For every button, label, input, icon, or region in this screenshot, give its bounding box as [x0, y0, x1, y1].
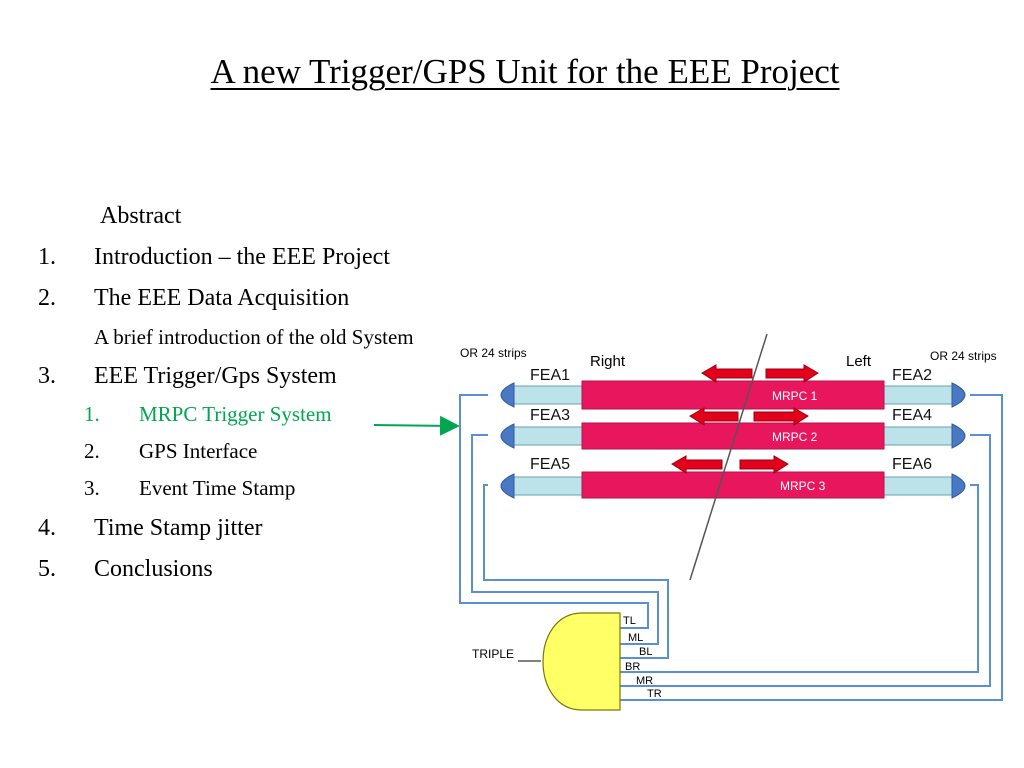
strip-left: [513, 426, 587, 446]
chamber-row-3: FEA5 FEA6 MRPC 3: [500, 456, 966, 499]
or-strips-right-label: OR 24 strips: [930, 349, 997, 363]
outline-text: Introduction – the EEE Project: [94, 244, 390, 270]
input-label: ML: [628, 632, 643, 644]
pointer-arrow: [373, 415, 460, 436]
outline-num: 2.: [84, 439, 100, 463]
cable-tr: [620, 394, 1003, 701]
strip-left: [513, 476, 587, 496]
strip-right: [879, 385, 953, 405]
connector-icon: [951, 423, 966, 449]
outline-subnote: A brief introduction of the old System: [94, 325, 414, 349]
arrow-right-icon: [739, 455, 789, 474]
signal-arrows: [671, 364, 819, 474]
arrow-right-icon: [765, 364, 819, 383]
chamber-label: MRPC 2: [772, 430, 818, 444]
arrow-left-icon: [701, 364, 753, 383]
cable-br: [620, 484, 979, 673]
outline-num: 3.: [38, 363, 56, 389]
or-strips-left-label: OR 24 strips: [460, 346, 527, 360]
outline-text: EEE Trigger/Gps System: [94, 363, 337, 389]
outline-list: Abstract 1. Introduction – the EEE Proje…: [38, 203, 414, 582]
chamber-label: MRPC 3: [780, 479, 826, 493]
slide-title: A new Trigger/GPS Unit for the EEE Proje…: [210, 52, 840, 91]
cable-ml: [471, 434, 659, 645]
fea-label: FEA6: [892, 456, 932, 473]
fea-label: FEA1: [530, 367, 570, 384]
input-label: MR: [636, 675, 653, 687]
input-label: TR: [647, 688, 662, 700]
arrow-right-icon: [753, 407, 809, 426]
outline-num: 2.: [38, 285, 56, 311]
outline-num: 1.: [38, 244, 56, 270]
chamber-row-1: FEA1 FEA2 MRPC 1: [500, 367, 966, 410]
outline-num: 1.: [84, 402, 100, 426]
outline-num: 5.: [38, 556, 56, 582]
fea-label: FEA5: [530, 456, 570, 473]
fea-label: FEA3: [530, 407, 570, 424]
left-side-label: Left: [846, 353, 872, 370]
chamber-label: MRPC 1: [772, 389, 818, 403]
connector-icon: [500, 473, 515, 499]
input-label: BR: [625, 661, 640, 673]
outline-text: Event Time Stamp: [139, 476, 296, 500]
outline-text: GPS Interface: [139, 439, 258, 463]
input-label: TL: [623, 615, 636, 627]
cable-mr: [620, 434, 991, 687]
gate-label: TRIPLE: [472, 647, 514, 661]
muon-track: [689, 333, 768, 581]
fea-label: FEA4: [892, 407, 932, 424]
outline-text: MRPC Trigger System: [139, 402, 332, 426]
strip-left: [513, 385, 587, 405]
connector-icon: [951, 473, 966, 499]
outline-text: Time Stamp jitter: [94, 515, 263, 541]
cable-tl: [459, 394, 649, 629]
right-side-label: Right: [590, 353, 626, 370]
outline-num: 4.: [38, 515, 56, 541]
fea-label: FEA2: [892, 367, 932, 384]
strip-right: [879, 426, 953, 446]
strip-right: [879, 476, 953, 496]
outline-abstract: Abstract: [100, 203, 182, 229]
and-gate: [542, 612, 621, 711]
mrpc-chamber: [581, 471, 885, 499]
connector-icon: [500, 423, 515, 449]
outline-text: Conclusions: [94, 556, 213, 582]
outline-num: 3.: [84, 476, 100, 500]
connector-icon: [500, 382, 515, 408]
connector-icon: [951, 382, 966, 408]
arrow-left-icon: [689, 407, 739, 426]
mrpc-chamber: [581, 380, 885, 410]
arrow-left-icon: [671, 455, 723, 474]
cable-bl: [483, 484, 669, 659]
input-label: BL: [639, 646, 652, 658]
outline-text: The EEE Data Acquisition: [94, 285, 350, 311]
cable-bundle: [459, 394, 1003, 701]
